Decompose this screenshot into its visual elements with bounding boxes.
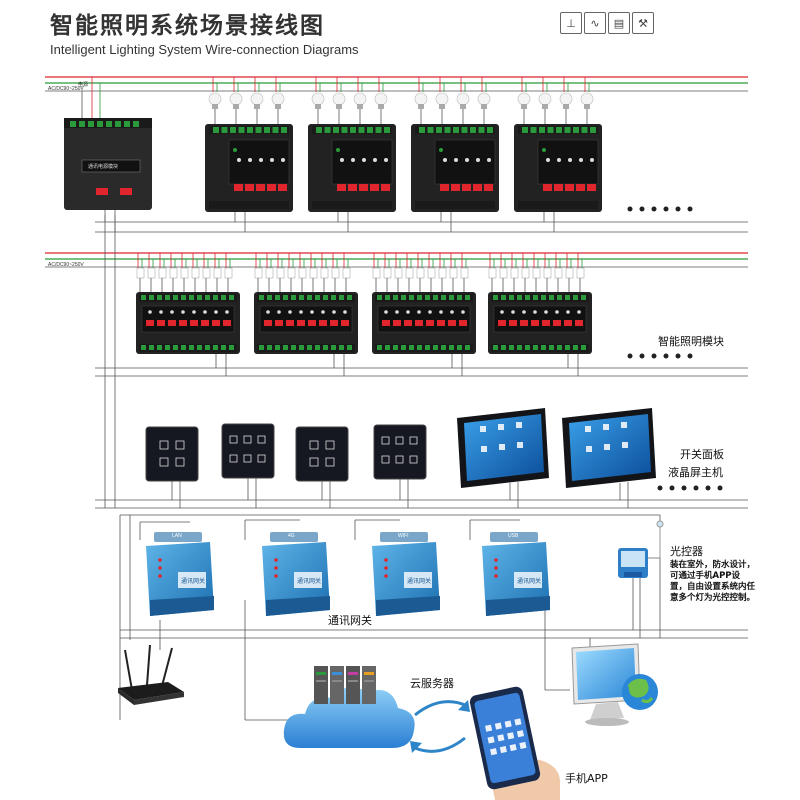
light-bulb-icon (271, 77, 285, 124)
power-module-caption: 通讯电源模块 (88, 164, 119, 170)
light-bulb-icon (435, 77, 449, 124)
gateway-port-label: WIFI (398, 533, 409, 539)
relay-module (205, 77, 293, 232)
relay-module (136, 253, 240, 376)
light-bulb-icon (353, 77, 367, 124)
switch-panel (373, 424, 427, 508)
power-module (64, 77, 152, 232)
gateway-port-label: LAN (172, 533, 182, 539)
page-title: 智能照明系统场景接线图 (50, 13, 325, 39)
page-subtitle: Intelligent Lighting System Wire-connect… (50, 42, 359, 57)
light-bulb-icon (456, 77, 470, 124)
switch-panel-label: 开关面板 (680, 448, 724, 461)
light-bulb-icon (517, 77, 531, 124)
router (118, 644, 184, 705)
sync-arrows-icon (410, 700, 470, 753)
relay-module (308, 77, 396, 232)
voltage-label-row1: AC/DC90~250V (48, 86, 84, 92)
power-caption: 电源 (78, 82, 89, 88)
light-bulb-icon (538, 77, 552, 124)
continuation-dots-row1 (627, 206, 693, 212)
light-bulb-icon (208, 77, 222, 124)
light-bulb-icon (414, 77, 428, 124)
switch-panel (145, 426, 199, 508)
light-sensor-note: 装在室外，防水设计，可通过手机APP设置，自由设置系统内任意多个灯为光控控制。 (670, 560, 756, 603)
communication-gateway (262, 532, 330, 616)
waveform-icon: ∿ (584, 12, 606, 34)
lcd-host-label: 液晶屏主机 (668, 466, 723, 479)
smartphone (469, 686, 560, 800)
light-bulb-icon (311, 77, 325, 124)
power-bus-row1 (45, 76, 748, 92)
header-icons: ⊥ ∿ ▤ ⚒ (560, 12, 654, 34)
desktop-monitor (571, 643, 658, 726)
cloud-server-label: 云服务器 (410, 677, 454, 690)
continuation-dots-row3 (657, 485, 723, 491)
light-sensor-label: 光控器 (670, 545, 703, 558)
gateway-name-label: 通讯网关 (407, 579, 432, 585)
switch-panel (295, 426, 349, 508)
tools-icon: ⚒ (632, 12, 654, 34)
light-bulb-icon (374, 77, 388, 124)
relay-module (514, 77, 602, 232)
relay-module (411, 77, 499, 232)
switch-panel (221, 423, 275, 508)
communication-gateway (482, 532, 550, 616)
light-bulb-icon (559, 77, 573, 124)
gateway-name-label: 通讯网关 (181, 579, 206, 585)
continuation-dots-row2 (627, 353, 693, 359)
cloud-server (283, 666, 415, 748)
relay-module (488, 253, 592, 376)
power-bus-row2 (45, 252, 748, 268)
gateway-label: 通讯网关 (328, 614, 372, 627)
module-icon: ▤ (608, 12, 630, 34)
light-bulb-icon (580, 77, 594, 124)
light-bulb-icon (229, 77, 243, 124)
gateway-port-label: 4G (288, 533, 295, 539)
relay-module (372, 253, 476, 376)
gateway-name-label: 通讯网关 (517, 579, 542, 585)
gateway-port-label: USB (508, 533, 519, 539)
lcd-host (562, 408, 656, 508)
relay-module (254, 253, 358, 376)
light-sensor (618, 520, 664, 638)
signal-bus (95, 215, 748, 721)
mobile-app-label: 手机APP (565, 772, 608, 785)
lcd-host (457, 408, 549, 508)
communication-gateway (372, 532, 440, 616)
antenna-icon: ⊥ (560, 12, 582, 34)
communication-gateway (146, 532, 214, 616)
lighting-module-label: 智能照明模块 (658, 335, 724, 348)
light-bulb-icon (477, 77, 491, 124)
light-bulb-icon (332, 77, 346, 124)
light-bulb-icon (250, 77, 264, 124)
voltage-label-row2: AC/DC90~250V (48, 262, 84, 268)
gateway-name-label: 通讯网关 (297, 579, 322, 585)
